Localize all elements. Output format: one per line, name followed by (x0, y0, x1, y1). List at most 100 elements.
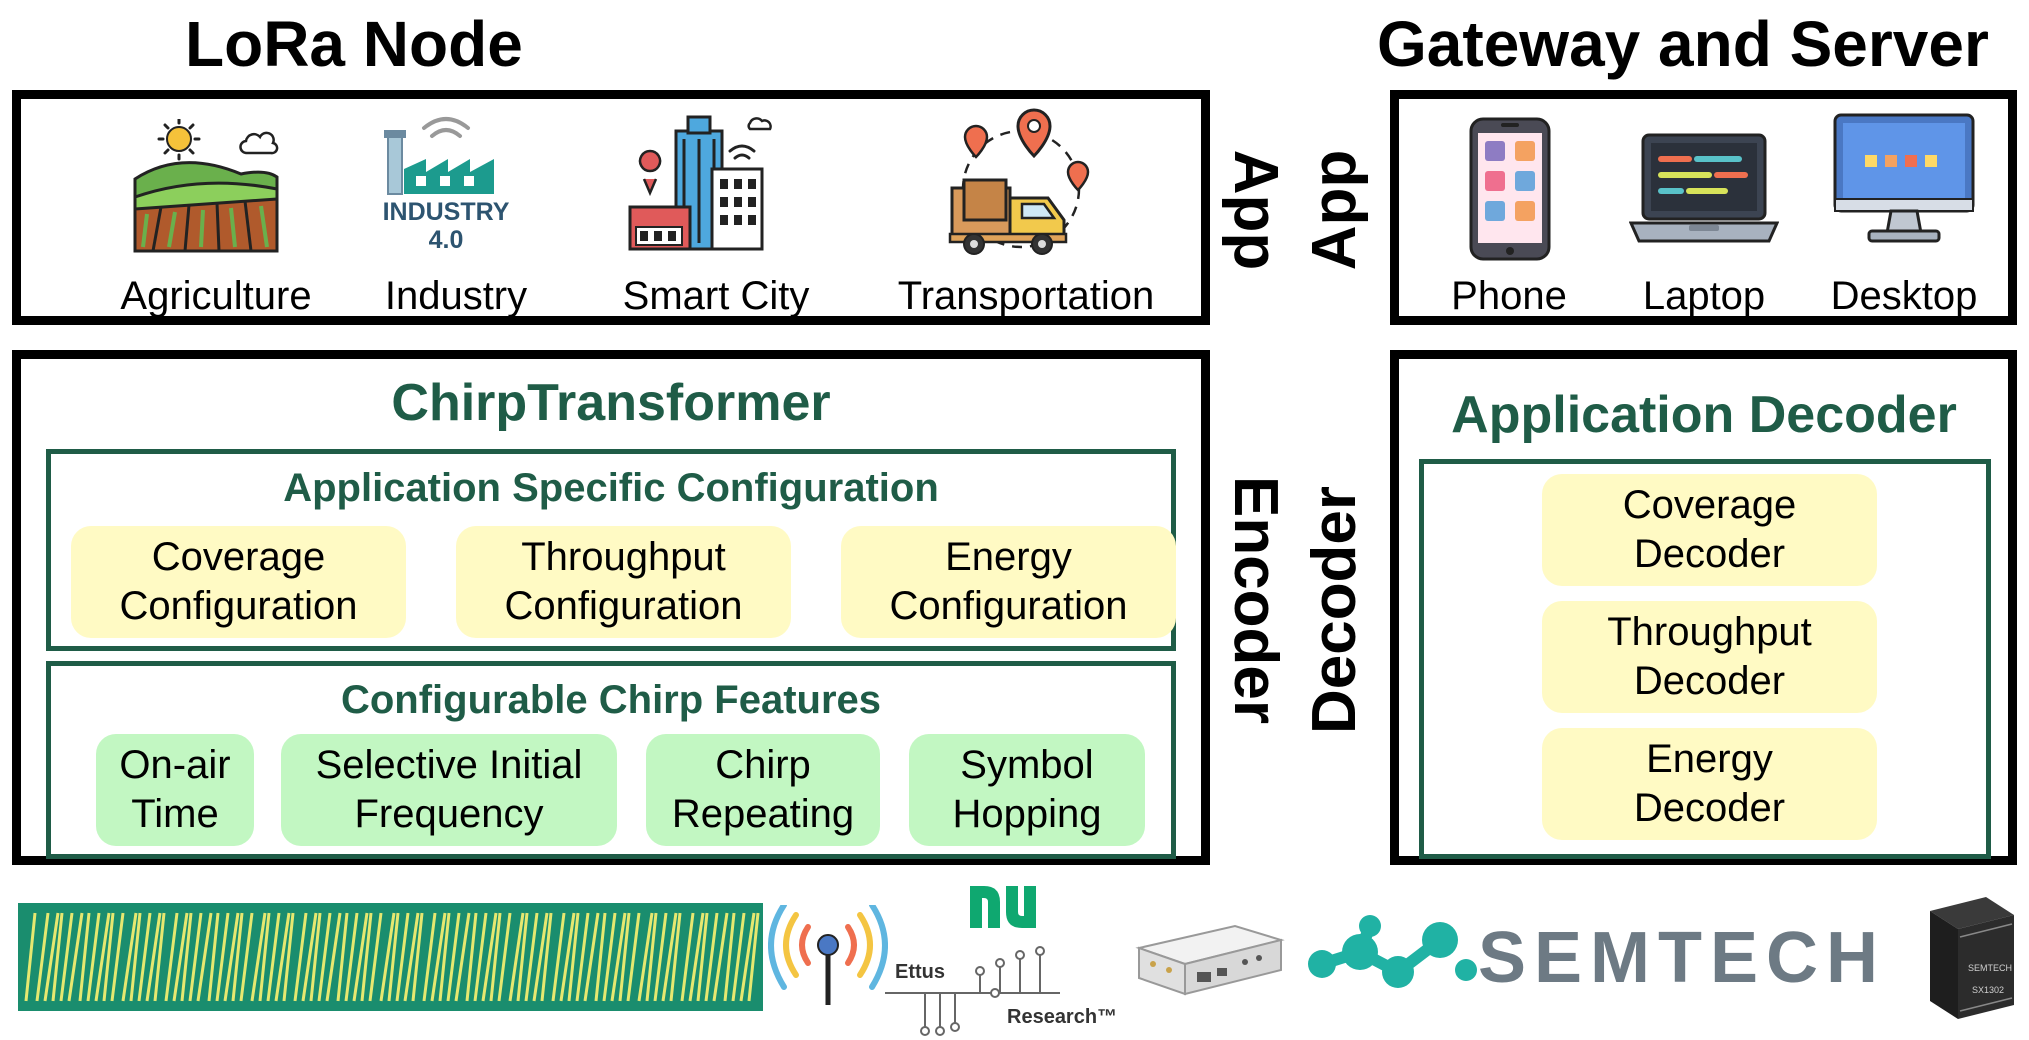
chirp-line (309, 912, 322, 1002)
chirp-line (239, 912, 254, 1002)
chirp-line (266, 912, 281, 1002)
side-label-server-app: App (1300, 149, 1369, 271)
right-header: Gateway and Server (1377, 8, 1989, 80)
chirp-line (583, 912, 600, 1002)
desktop-icon (1833, 113, 1975, 243)
features-panel: Configurable Chirp Features On-air Time … (46, 661, 1176, 859)
label-smart-city: Smart City (622, 274, 810, 318)
label-laptop: Laptop (1642, 274, 1766, 318)
chirp-line (231, 912, 244, 1002)
chirp-line (86, 912, 101, 1002)
chirp-line (473, 912, 488, 1002)
industry-icon: INDUSTRY 4.0 (383, 117, 510, 254)
chirp-line (411, 912, 424, 1002)
chirp-line (688, 912, 705, 1002)
chirp-line (653, 912, 668, 1002)
node-app-panel: INDUSTRY 4.0 Agriculture Industry Smart (12, 90, 1210, 325)
chirp-line (602, 912, 617, 1002)
chirp-line (723, 912, 736, 1002)
chirp-line (712, 912, 729, 1002)
features-title: Configurable Chirp Features (340, 678, 882, 722)
chirp-line (164, 912, 179, 1002)
energy-decoder: Energy Decoder (1542, 728, 1877, 840)
smart-city-icon (628, 115, 772, 251)
coverage-configuration-line1: Coverage (151, 535, 326, 580)
chirp-line (465, 912, 478, 1002)
asc-title: Application Specific Configuration (283, 466, 939, 510)
chirp-line (669, 912, 682, 1002)
side-label-encoder: Encoder (1221, 475, 1290, 725)
chirp-line (430, 912, 447, 1002)
selective-initial-frequency: Selective Initial Frequency (281, 734, 617, 846)
chirp-line (137, 912, 152, 1002)
label-desktop: Desktop (1830, 274, 1978, 318)
sx1302-chip-icon: SEMTECH SX1302 (1930, 897, 2014, 1019)
chirp-line (336, 912, 349, 1002)
label-phone: Phone (1451, 274, 1567, 318)
throughput-configuration-line1: Throughput (521, 535, 726, 580)
chirp-line (559, 912, 576, 1002)
chirp-line (645, 912, 658, 1002)
chirp-line (325, 912, 342, 1002)
phone-icon (1469, 117, 1551, 261)
chirp-line (704, 912, 719, 1002)
chirp-line (43, 912, 60, 1002)
chirp-line (594, 912, 607, 1002)
decoder-title: Application Decoder (1451, 386, 1957, 444)
svg-text:4.0: 4.0 (429, 226, 464, 254)
throughput-decoder-line1: Throughput (1607, 610, 1812, 655)
chirp-line (508, 912, 525, 1002)
chip-model: SX1302 (1972, 985, 2004, 995)
energy-decoder-line1: Energy (1646, 737, 1773, 782)
coverage-configuration: Coverage Configuration (71, 526, 406, 638)
chirp-line (344, 912, 359, 1002)
chirp-line (317, 912, 332, 1002)
semtech-logo-icon (1308, 915, 1477, 988)
ettus-research-logo: Ettus Research™ (885, 946, 1117, 1036)
label-agriculture: Agriculture (120, 274, 312, 318)
chirp-line (395, 912, 410, 1002)
coverage-decoder-line1: Coverage (1622, 483, 1797, 528)
selective-initial-frequency-line1: Selective Initial (315, 743, 583, 788)
chirp-line (403, 912, 420, 1002)
chirp-line (129, 912, 142, 1002)
encoder-title: ChirpTransformer (391, 374, 831, 432)
symbol-hopping: Symbol Hopping (909, 734, 1145, 846)
decoder-panel: Application Decoder Coverage Decoder Thr… (1390, 350, 2017, 865)
chirp-line (731, 912, 746, 1002)
chirp-line (747, 912, 760, 1002)
research-text: Research™ (1007, 1006, 1117, 1028)
chirp-line (24, 912, 37, 1002)
server-app-panel: Phone Laptop Desktop (1390, 90, 2017, 325)
usrp-device-icon (1135, 924, 1285, 996)
chirp-line (35, 912, 50, 1002)
chirp-line (438, 912, 451, 1002)
antenna-icon (768, 905, 888, 1005)
chirp-repeating: Chirp Repeating (646, 734, 880, 846)
chirp-line (540, 912, 553, 1002)
chirp-line (172, 912, 189, 1002)
chirp-line (94, 912, 111, 1002)
throughput-configuration: Throughput Configuration (456, 526, 791, 638)
chirp-line (379, 912, 396, 1002)
chirp-line (215, 912, 230, 1002)
chirp-line (293, 912, 308, 1002)
chirp-line (446, 912, 461, 1002)
chip-brand: SEMTECH (1968, 963, 2012, 973)
selective-initial-frequency-line2: Frequency (354, 792, 544, 836)
chirp-line (489, 912, 502, 1002)
agriculture-icon (133, 119, 279, 253)
chirp-line (102, 912, 115, 1002)
coverage-configuration-line2: Configuration (119, 584, 358, 628)
coverage-decoder: Coverage Decoder (1542, 474, 1877, 586)
chirp-line (516, 912, 529, 1002)
chirp-line (454, 912, 471, 1002)
chirp-repeating-line2: Repeating (671, 792, 855, 836)
chirp-line (223, 912, 240, 1002)
energy-decoder-line2: Decoder (1633, 786, 1786, 830)
chirp-line (51, 912, 64, 1002)
chirp-line (387, 912, 400, 1002)
chirp-line (207, 912, 220, 1002)
chirp-line (637, 912, 654, 1002)
chirp-line (121, 912, 138, 1002)
